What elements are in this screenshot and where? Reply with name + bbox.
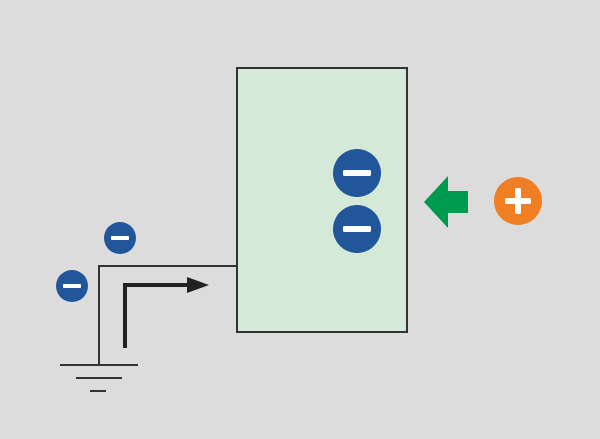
minus-circle-icon	[333, 149, 381, 197]
ground-wire	[98, 265, 237, 365]
plus-circle-icon	[494, 177, 542, 225]
minus-circle-icon	[56, 270, 88, 302]
minus-circle-icon	[104, 222, 136, 254]
conductor-block	[236, 67, 408, 333]
arrow-left-icon	[424, 176, 468, 228]
ground-symbol-icon	[60, 364, 138, 392]
minus-circle-icon	[333, 205, 381, 253]
bent-arrow-right-icon	[123, 277, 209, 348]
